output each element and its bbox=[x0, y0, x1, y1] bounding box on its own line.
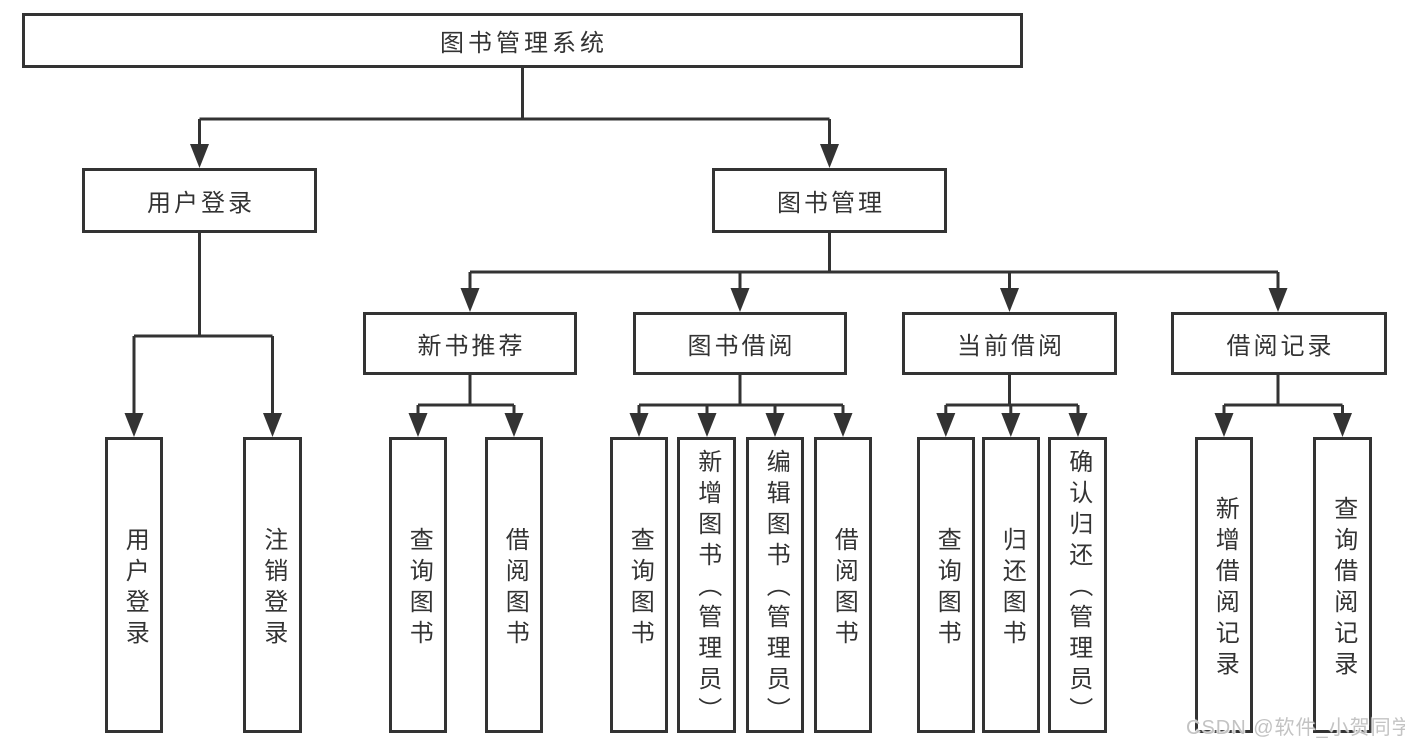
connector-current-borrow bbox=[944, 375, 1080, 418]
leaf-query-book-1: 查询图书 bbox=[389, 437, 447, 733]
node-borrow-record-label: 借阅记录 bbox=[1226, 333, 1335, 360]
leaf-query-book-2: 查询图书 bbox=[610, 437, 668, 733]
leaf-query-borrow-record-label: 查询借阅记录 bbox=[1329, 495, 1357, 682]
node-current-borrow-label: 当前借阅 bbox=[957, 333, 1065, 360]
arrow-down-icon bbox=[833, 413, 853, 437]
node-book-management: 图书管理 bbox=[712, 168, 947, 233]
node-user-login: 用户登录 bbox=[82, 168, 317, 233]
leaf-confirm-return-admin: 确认归还（管理员） bbox=[1048, 437, 1107, 733]
leaf-edit-book-admin-label: 编辑图书（管理员） bbox=[762, 449, 790, 728]
leaf-add-borrow-record: 新增借阅记录 bbox=[1195, 437, 1253, 733]
arrow-down-icon bbox=[765, 413, 785, 437]
connector-borrow-record bbox=[1222, 375, 1344, 418]
arrow-down-icon bbox=[697, 413, 717, 437]
arrowhead-icons bbox=[124, 144, 1352, 437]
leaf-logout: 注销登录 bbox=[243, 437, 302, 733]
arrow-down-icon bbox=[936, 413, 956, 437]
connector-book-borrow bbox=[637, 375, 845, 418]
leaf-query-borrow-record: 查询借阅记录 bbox=[1313, 437, 1372, 733]
leaf-query-book-1-label: 查询图书 bbox=[405, 526, 433, 651]
leaf-user-login: 用户登录 bbox=[105, 437, 163, 733]
leaf-add-book-admin-label: 新增图书（管理员） bbox=[693, 449, 721, 728]
leaf-add-borrow-record-label: 新增借阅记录 bbox=[1211, 495, 1239, 682]
leaf-return-book: 归还图书 bbox=[982, 437, 1040, 733]
leaf-borrow-book-2-label: 借阅图书 bbox=[830, 526, 858, 651]
leaf-return-book-label: 归还图书 bbox=[998, 526, 1026, 651]
arrow-down-icon bbox=[263, 413, 282, 437]
arrow-down-icon bbox=[1001, 413, 1021, 437]
csdn-watermark: CSDN @软件_小贺同学 bbox=[1186, 717, 1405, 739]
node-current-borrow: 当前借阅 bbox=[902, 312, 1117, 375]
node-library-management-system-label: 图书管理系统 bbox=[440, 30, 608, 57]
leaf-query-book-3: 查询图书 bbox=[917, 437, 975, 733]
leaf-query-book-2-label: 查询图书 bbox=[626, 526, 654, 651]
node-book-management-label: 图书管理 bbox=[777, 190, 885, 217]
leaf-edit-book-admin: 编辑图书（管理员） bbox=[746, 437, 804, 733]
arrow-down-icon bbox=[1333, 413, 1352, 437]
node-new-book-recommend-label: 新书推荐 bbox=[417, 333, 526, 360]
node-book-borrow: 图书借阅 bbox=[633, 312, 847, 375]
arrow-down-icon bbox=[460, 288, 480, 312]
leaf-user-login-label: 用户登录 bbox=[121, 526, 149, 651]
leaf-borrow-book-1: 借阅图书 bbox=[485, 437, 543, 733]
leaf-query-book-3-label: 查询图书 bbox=[933, 526, 961, 651]
node-library-management-system: 图书管理系统 bbox=[22, 13, 1023, 68]
leaf-borrow-book-1-label: 借阅图书 bbox=[501, 526, 529, 651]
arrow-down-icon bbox=[504, 413, 524, 437]
arrow-down-icon bbox=[820, 144, 839, 168]
leaf-add-book-admin: 新增图书（管理员） bbox=[677, 437, 736, 733]
node-book-borrow-label: 图书借阅 bbox=[687, 333, 796, 360]
connector-root bbox=[198, 68, 831, 150]
arrow-down-icon bbox=[408, 413, 428, 437]
arrow-down-icon bbox=[1268, 288, 1288, 312]
connector-new-book bbox=[416, 375, 516, 418]
node-new-book-recommend: 新书推荐 bbox=[363, 312, 577, 375]
leaf-borrow-book-2: 借阅图书 bbox=[814, 437, 872, 733]
node-borrow-record: 借阅记录 bbox=[1171, 312, 1387, 375]
connector-paths bbox=[132, 68, 1344, 418]
connector-user-login bbox=[132, 233, 274, 418]
arrow-down-icon bbox=[190, 144, 209, 168]
arrow-down-icon bbox=[124, 413, 144, 437]
arrow-down-icon bbox=[1068, 413, 1088, 437]
arrow-down-icon bbox=[1000, 288, 1019, 312]
leaf-confirm-return-admin-label: 确认归还（管理员） bbox=[1064, 449, 1092, 728]
arrow-down-icon bbox=[1214, 413, 1234, 437]
connector-book-management bbox=[468, 233, 1280, 293]
arrow-down-icon bbox=[629, 413, 649, 437]
node-user-login-label: 用户登录 bbox=[147, 190, 255, 217]
leaf-logout-label: 注销登录 bbox=[259, 526, 287, 651]
arrow-down-icon bbox=[730, 288, 750, 312]
